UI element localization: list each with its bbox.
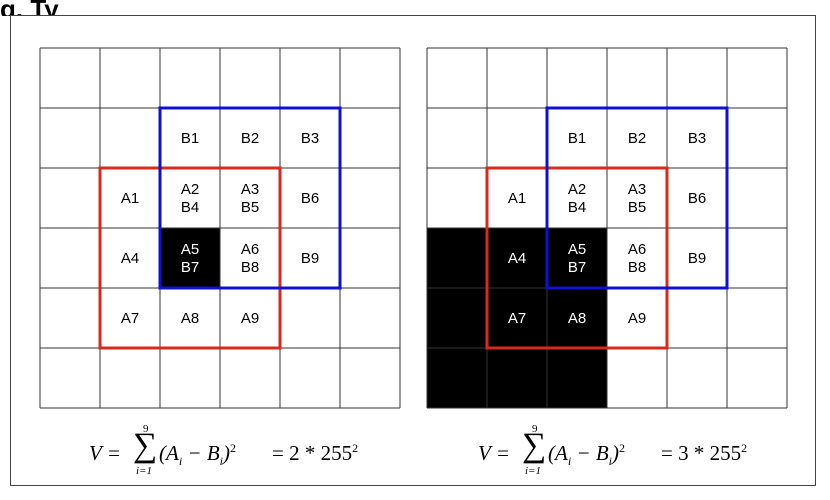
heading-fragment: g. Ty xyxy=(0,0,59,16)
sigma-symbol: ∑ xyxy=(522,427,547,464)
term-a-sub: i xyxy=(178,454,183,469)
term-exp: 2 xyxy=(230,441,237,455)
black-pixel xyxy=(160,228,220,288)
term-exp: 2 xyxy=(619,441,626,455)
formula-result: = 3 * 2552 xyxy=(661,441,747,466)
black-pixel xyxy=(547,348,607,408)
black-pixel xyxy=(487,228,547,288)
black-pixel xyxy=(427,288,487,348)
cell-label-b1: B1 xyxy=(568,130,586,147)
cell-label-a7: A7 xyxy=(508,310,526,327)
cell-label-a4: A4 xyxy=(508,250,526,267)
cell-label-b3: B3 xyxy=(301,130,319,147)
formula-lhs: V = xyxy=(89,441,121,465)
result-value: = 3 * 255 xyxy=(661,441,742,465)
cell-label-b1: B1 xyxy=(181,130,199,147)
result-value: = 2 * 255 xyxy=(272,441,353,465)
term-a: A xyxy=(166,441,179,465)
window-a-outline xyxy=(98,166,282,350)
cell-label-b6: B6 xyxy=(301,190,319,207)
formula-left: V = 9 ∑ i=1 (Ai − Bi)2 = 2 * 2552 xyxy=(89,423,419,481)
black-pixel xyxy=(427,228,487,288)
term-b-sub: i xyxy=(219,454,224,469)
cell-label-b9: B9 xyxy=(688,250,706,267)
paren-close: ) xyxy=(223,441,231,465)
formula-result: = 2 * 2552 xyxy=(272,441,358,466)
cell-label-a8: A8 xyxy=(181,310,199,327)
paren-close: ) xyxy=(612,441,620,465)
formula-lhs: V = xyxy=(478,441,510,465)
window-b-outline xyxy=(158,106,342,290)
cell-label-a1: A1 xyxy=(508,190,526,207)
formula-expression: (Ai − Bi)2 xyxy=(159,441,237,469)
cell-label-b2: B2 xyxy=(241,130,259,147)
term-minus-b: − B xyxy=(182,441,220,465)
window-a-outline xyxy=(485,166,669,350)
black-pixel xyxy=(487,348,547,408)
cell-label-a1: A1 xyxy=(121,190,139,207)
sum-lower-limit: i=1 xyxy=(136,465,152,477)
term-b-sub: i xyxy=(608,454,613,469)
term-minus-b: − B xyxy=(571,441,609,465)
sum-lower-limit: i=1 xyxy=(525,465,541,477)
cell-label-a7: A7 xyxy=(121,310,139,327)
formula-right: V = 9 ∑ i=1 (Ai − Bi)2 = 3 * 2552 xyxy=(478,423,808,481)
black-pixel xyxy=(487,288,547,348)
term-a: A xyxy=(555,441,568,465)
black-pixel xyxy=(427,348,487,408)
black-pixel xyxy=(547,228,607,288)
term-a-sub: i xyxy=(567,454,572,469)
formula-expression: (Ai − Bi)2 xyxy=(548,441,626,469)
cell-label-a8: A8 xyxy=(568,310,586,327)
result-exp: 2 xyxy=(741,441,748,455)
cell-label-a9: A9 xyxy=(628,310,646,327)
black-pixel xyxy=(547,288,607,348)
window-b-outline xyxy=(545,106,729,290)
sum-upper-limit: 9 xyxy=(532,423,538,435)
cell-label-b9: B9 xyxy=(301,250,319,267)
result-exp: 2 xyxy=(352,441,359,455)
cell-label-b2: B2 xyxy=(628,130,646,147)
cell-label-b6: B6 xyxy=(688,190,706,207)
cell-label-b3: B3 xyxy=(688,130,706,147)
sigma-symbol: ∑ xyxy=(133,427,158,464)
sum-upper-limit: 9 xyxy=(143,423,149,435)
cell-label-a9: A9 xyxy=(241,310,259,327)
cell-label-a4: A4 xyxy=(121,250,139,267)
